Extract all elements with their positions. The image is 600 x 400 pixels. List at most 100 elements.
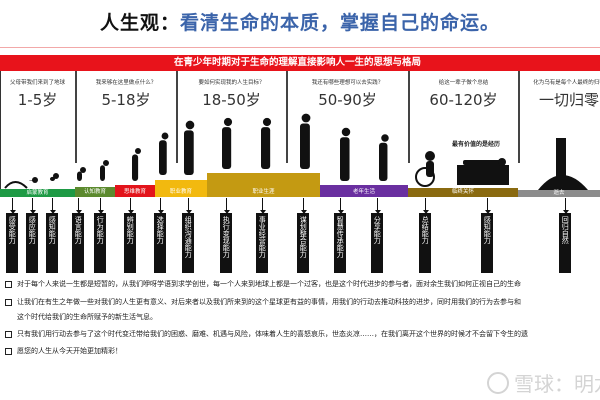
elder-icon-body	[300, 123, 310, 169]
capability-box: 行为能力	[94, 213, 106, 273]
grave-mound-icon	[538, 175, 588, 190]
arrow-down-icon	[185, 198, 192, 214]
bullet-item: 让我们在有生之年做一些对我们的人生更有意义、对后来者以及我们所来到的这个星球更有…	[5, 297, 521, 307]
section-18-50: 要如何实现我的人生目标？18-50岁	[177, 78, 286, 110]
bullet-text: 对于每个人来说一生都是短暂的，从我们咿呀学语到求学创世，每一个人来到地球上都是一…	[17, 280, 521, 288]
section-divider	[75, 71, 77, 163]
section-question: 给这一辈子做个总结	[438, 80, 489, 86]
capability-box: 辨别能力	[124, 213, 136, 273]
arrow-down-icon	[223, 198, 230, 214]
section-5-18: 我来够在这里做点什么？5-18岁	[76, 78, 176, 110]
elder-cane-icon-body	[379, 142, 388, 181]
bullet-item: 只有我们用行动去参与了这个时代变迁带给我们的困惑、磨难、机遇与风险，体味着人生的…	[5, 329, 528, 339]
section-age: 18-50岁	[202, 91, 261, 109]
title-prefix: 人生观：	[99, 12, 180, 34]
section-question: 化为乌有是每个人最终的归宿	[533, 80, 600, 86]
stage-bar: 职业生涯	[207, 173, 320, 197]
section-60-120: 给这一辈子做个总结 60-120岁	[409, 78, 518, 110]
wheelchair-icon	[415, 167, 435, 187]
stage-bar: 逝去	[518, 190, 600, 197]
arrow-down-icon	[9, 198, 16, 214]
banner: 在青少年时期对于生命的理解直接影响人一生的思想与格局	[0, 55, 600, 71]
section-divider	[408, 71, 410, 163]
section-age: 50-90岁	[318, 91, 377, 109]
capability-box: 语言能力	[72, 213, 84, 273]
arrow-down-icon	[562, 198, 569, 214]
capability-box: 感应能力	[26, 213, 38, 273]
person-icon	[32, 177, 38, 183]
checkbox-icon	[5, 280, 12, 288]
section-50-90: 我还有哪些理想可以去实践？50-90岁	[287, 78, 408, 110]
wheelchair-person-icon	[425, 151, 435, 161]
capability-box: 事业经营能力	[256, 213, 268, 273]
capability-box: 回归自然	[559, 213, 571, 273]
capability-box: 分享能力	[371, 213, 383, 273]
stage-bar: 临终关怀	[408, 188, 518, 197]
tombstone-icon	[556, 138, 566, 190]
timeline-frame	[0, 71, 600, 197]
elder-icon	[301, 113, 311, 123]
arrow-down-icon	[300, 198, 307, 214]
bullet-text: 只有我们用行动去参与了这个时代变迁带给我们的困惑、磨难、机遇与风险，体味着人生的…	[17, 330, 528, 338]
capability-box: 执行变现能力	[220, 213, 232, 273]
section-age: 1-5岁	[17, 91, 58, 109]
arrow-down-icon	[259, 198, 266, 214]
person-icon-body	[50, 176, 55, 181]
student-icon-body	[132, 154, 139, 181]
capability-box: 感知能力	[481, 213, 493, 273]
businessman-icon-body	[261, 127, 271, 169]
watermark: 雪球：明龙	[487, 368, 600, 397]
section-question: 我来够在这里做点什么？	[95, 80, 157, 86]
student-icon	[161, 132, 169, 140]
capability-box: 选择能力	[154, 213, 166, 273]
student-icon	[135, 148, 141, 154]
arrow-down-icon	[49, 198, 56, 214]
capability-box: 组织沟通能力	[182, 213, 194, 273]
arrow-down-icon	[75, 198, 82, 214]
child-icon	[103, 160, 109, 166]
capability-box: 感受能力	[6, 213, 18, 273]
arrow-down-icon	[337, 198, 344, 214]
checkbox-icon	[5, 330, 12, 338]
lying-person-head	[498, 158, 506, 166]
arrow-down-icon	[422, 198, 429, 214]
capability-box: 智慧传承能力	[334, 213, 346, 273]
child-icon-body	[77, 171, 82, 181]
child-icon	[80, 167, 86, 173]
stage-bar: 思维教育	[115, 185, 155, 197]
bullet-text: 让我们在有生之年做一些对我们的人生更有意义、对后来者以及我们所来到的这个星球更有…	[17, 298, 521, 306]
arrow-down-icon	[484, 198, 491, 214]
experience-note: 最有价值的是经历	[452, 141, 501, 148]
section-divider	[518, 71, 520, 163]
bullet-item: 对于每个人来说一生都是短暂的，从我们咿呀学语到求学创世，每一个人来到地球上都是一…	[5, 279, 521, 289]
arrow-down-icon	[157, 198, 164, 214]
businessman-icon	[262, 117, 272, 127]
wheelchair-person-body	[426, 161, 434, 177]
capability-box: 总结能力	[419, 213, 431, 273]
bullet-item: 愿您的人生从今天开始更加精彩！	[5, 346, 122, 356]
checkbox-icon	[5, 298, 12, 306]
graduate-icon	[185, 120, 195, 130]
elder-cane-icon	[381, 134, 389, 142]
arrow-down-icon	[374, 198, 381, 214]
xueqiu-logo-icon	[487, 371, 509, 394]
section-divider	[286, 71, 288, 163]
lying-person-icon	[463, 160, 503, 165]
graduate-icon-body	[184, 130, 194, 175]
arrow-down-icon	[97, 198, 104, 214]
title-divider	[0, 47, 600, 48]
bullet-continuation: 这个时代给我们的生命所赋予的新生活气息。	[17, 313, 157, 321]
arrow-down-icon	[29, 198, 36, 214]
section-return-zero: 化为乌有是每个人最终的归宿一切归零	[519, 78, 600, 110]
stage-bar: 职业教育	[155, 180, 207, 197]
rocking-horse-icon	[4, 181, 28, 189]
life-stage-silhouettes	[4, 113, 588, 190]
worker-icon-body	[222, 127, 232, 169]
watermark-text: 雪球：明龙	[514, 372, 600, 396]
capability-box: 感知能力	[46, 213, 58, 273]
section-age: 60-120岁	[429, 91, 498, 109]
bullet-text: 愿您的人生从今天开始更加精彩！	[17, 347, 122, 355]
arrow-down-icon	[127, 198, 134, 214]
capability-box: 谋划整合能力	[297, 213, 309, 273]
section-divider	[176, 71, 178, 163]
